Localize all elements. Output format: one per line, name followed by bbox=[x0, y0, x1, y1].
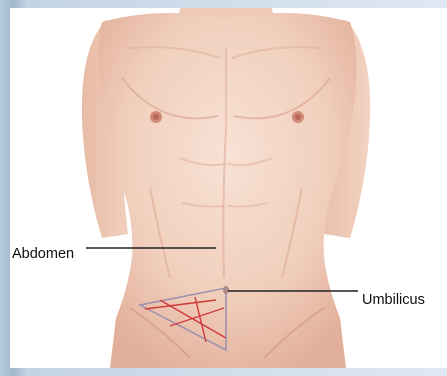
abdomen-label: Abdomen bbox=[12, 246, 74, 262]
illustration-panel: Abdomen Umbilicus bbox=[10, 8, 447, 368]
torso-illustration bbox=[10, 8, 447, 368]
torso bbox=[98, 13, 356, 368]
umbilicus-label: Umbilicus bbox=[362, 292, 425, 308]
